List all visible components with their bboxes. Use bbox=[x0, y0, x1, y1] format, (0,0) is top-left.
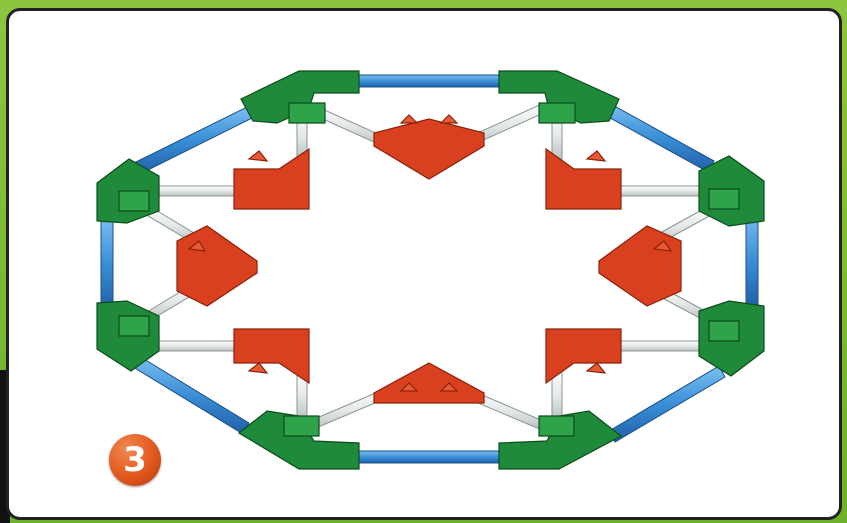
white-rod-icon bbox=[159, 341, 244, 351]
instruction-panel: 3 bbox=[6, 8, 842, 520]
red-corner-connector-icon bbox=[546, 329, 621, 383]
red-corner-connector-icon bbox=[374, 363, 484, 403]
blue-rod-icon bbox=[134, 106, 254, 174]
red-corner-connector-icon bbox=[599, 226, 681, 306]
white-rod-icon bbox=[552, 371, 562, 421]
white-rod-icon bbox=[619, 341, 699, 351]
red-corner-connector-icon bbox=[177, 226, 257, 306]
green-connector-icon bbox=[699, 156, 764, 226]
blue-rod-icon bbox=[133, 356, 249, 434]
red-corner-connector-icon bbox=[546, 149, 621, 209]
green-connector-icon bbox=[241, 71, 359, 123]
red-connectors bbox=[177, 115, 681, 403]
white-rod-icon bbox=[619, 186, 699, 196]
green-connector-icon bbox=[239, 411, 359, 469]
blue-rod-icon bbox=[101, 216, 113, 311]
green-connector-icon bbox=[699, 301, 764, 376]
red-corner-connector-icon bbox=[234, 329, 309, 383]
blue-rod-icon bbox=[359, 75, 504, 87]
red-corner-connector-icon bbox=[234, 149, 309, 209]
step-number-badge: 3 bbox=[109, 434, 161, 486]
blue-rod-icon bbox=[359, 451, 504, 463]
blue-rod-icon bbox=[603, 103, 714, 172]
blue-rod-icon bbox=[746, 211, 758, 309]
red-corner-connector-icon bbox=[374, 115, 484, 179]
white-rod-icon bbox=[159, 186, 244, 196]
green-connector-icon bbox=[97, 301, 159, 371]
blue-rod-icon bbox=[609, 366, 725, 442]
